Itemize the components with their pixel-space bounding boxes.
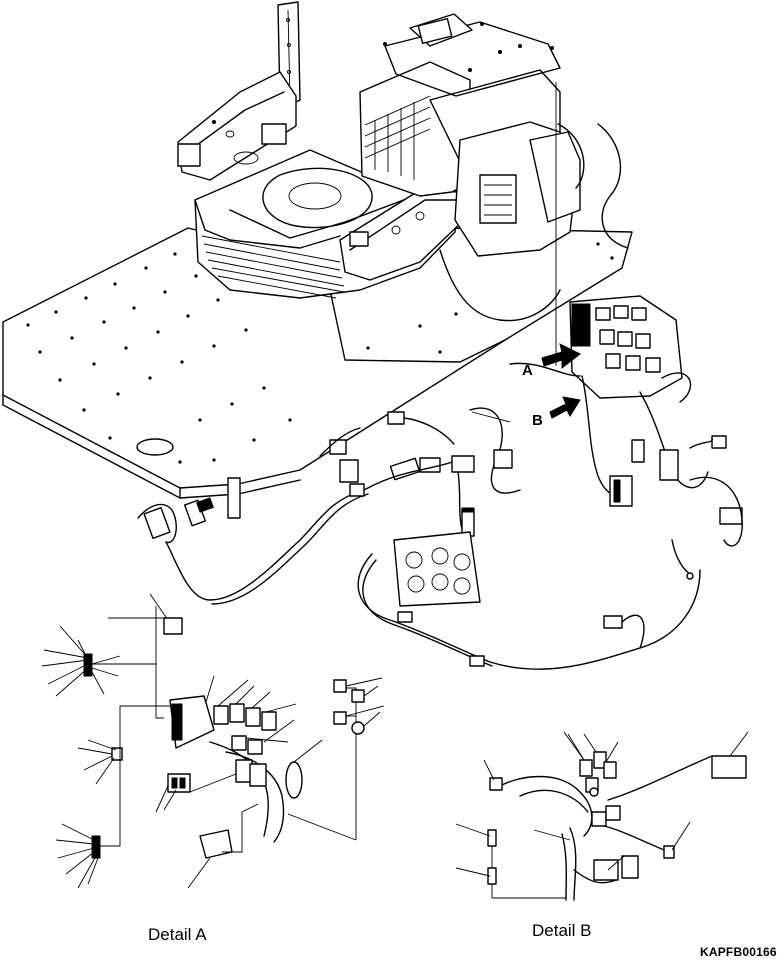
arrow-b-icon	[549, 396, 581, 419]
floor-plate	[2, 227, 633, 519]
detail-a-caption: Detail A	[148, 925, 207, 944]
arrow-a-icon	[541, 343, 581, 370]
seat-console-assembly	[177, 1, 581, 299]
detail-b-drawing	[455, 731, 749, 901]
callout-arrows	[541, 343, 581, 419]
detail-a-drawing	[41, 593, 385, 889]
figure-id: KAPFB00166	[700, 945, 777, 959]
detail-b-caption: Detail B	[532, 921, 592, 940]
main-wiring-harness	[137, 123, 743, 670]
callout-b-label: B	[532, 412, 543, 429]
callout-a-label: A	[522, 362, 533, 379]
